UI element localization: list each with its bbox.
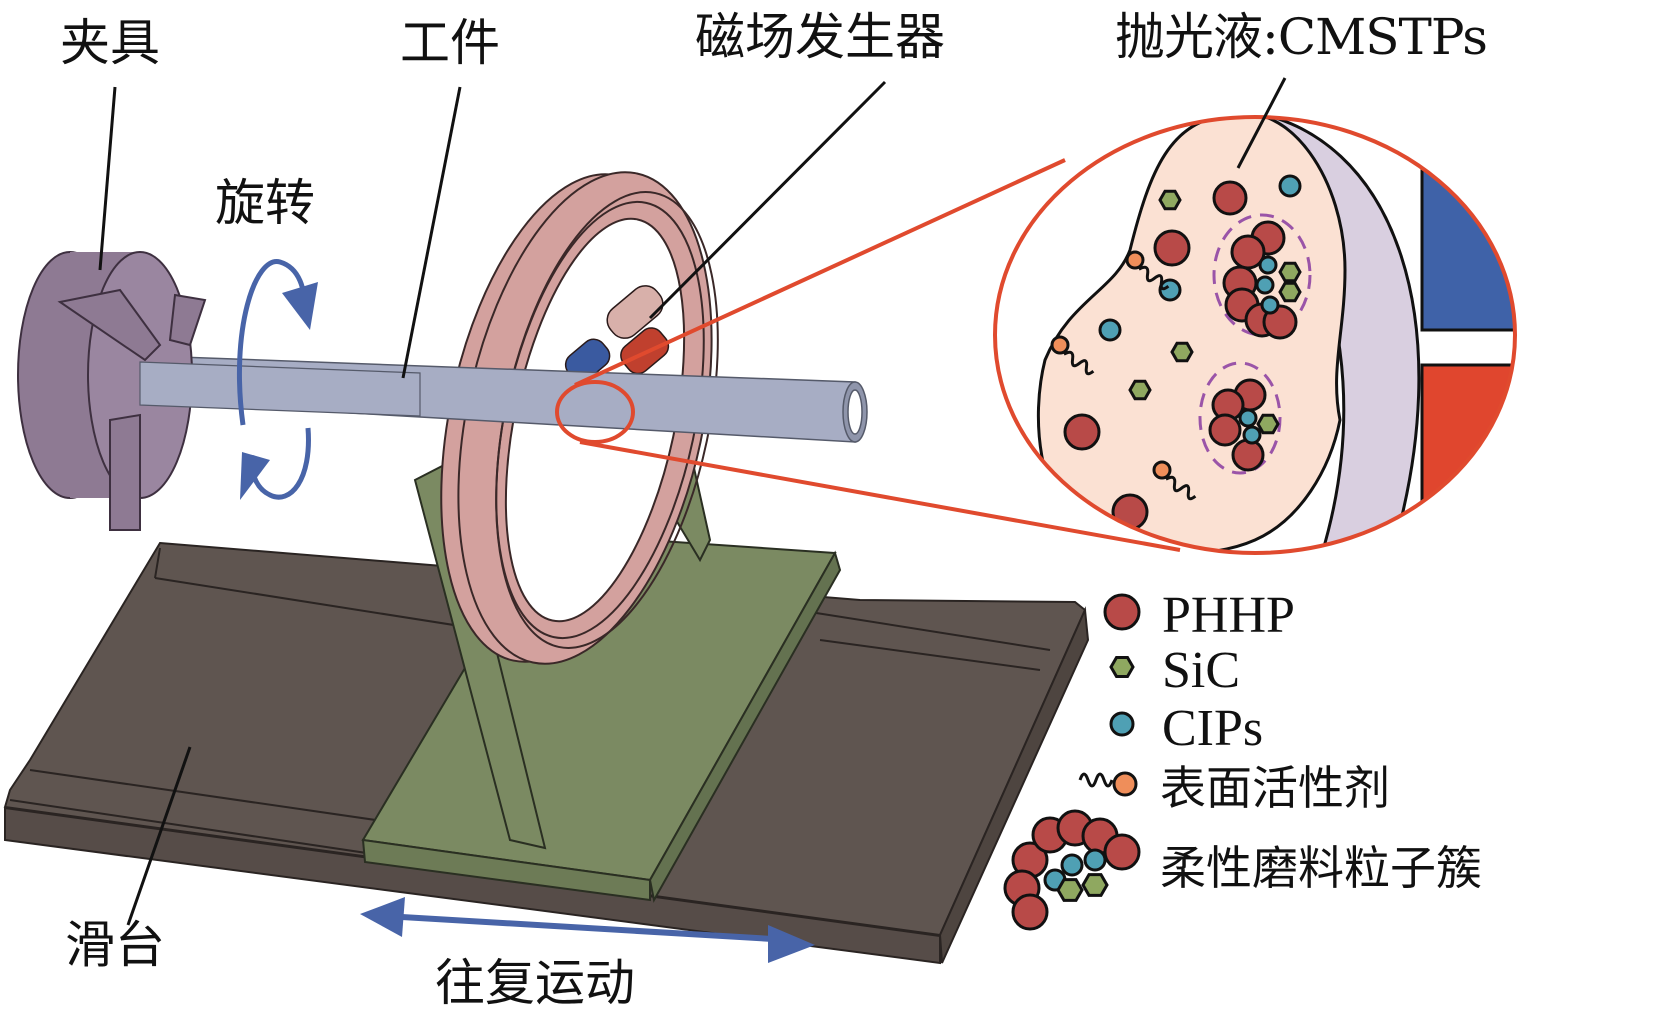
legend-cluster-cip-icon bbox=[1060, 853, 1084, 877]
sic-particle bbox=[1158, 189, 1182, 211]
sic-particle bbox=[1170, 341, 1194, 363]
phhp-particle bbox=[1212, 180, 1248, 216]
legend-cluster-phhp-icon bbox=[1103, 833, 1141, 871]
legend-label-surfactant: 表面活性剂 bbox=[1160, 761, 1390, 815]
legend-phhp-icon bbox=[1103, 593, 1141, 631]
cluster-sic bbox=[1278, 281, 1302, 303]
particles bbox=[1050, 174, 1312, 531]
legend-label-cluster: 柔性磨料粒子簇 bbox=[1160, 841, 1482, 895]
label-reciprocating-motion: 往复运动 bbox=[435, 954, 635, 1012]
cluster-cip bbox=[1260, 295, 1280, 315]
leader-lines bbox=[98, 77, 1287, 926]
cluster-phhp bbox=[1231, 438, 1265, 472]
zoom-circle bbox=[993, 115, 1517, 555]
cluster-cip bbox=[1255, 275, 1275, 295]
surfactant-tail bbox=[1138, 265, 1170, 291]
surfactant-head bbox=[1152, 460, 1172, 480]
rotation-arrowhead-bottom bbox=[240, 452, 270, 500]
phhp-particle bbox=[1153, 229, 1191, 267]
magnet-n-pole bbox=[1420, 168, 1515, 332]
legend-sic-icon bbox=[1109, 656, 1135, 678]
label-workpiece: 工件 bbox=[400, 14, 500, 72]
cluster-cip bbox=[1238, 408, 1258, 428]
legend-cluster-sic-icon bbox=[1081, 873, 1109, 897]
cip-particle bbox=[1278, 174, 1302, 198]
cluster-cip bbox=[1258, 255, 1278, 275]
label-slide-table: 滑台 bbox=[65, 916, 165, 974]
legend-label-sic: SiC bbox=[1162, 642, 1241, 699]
surfactant-tail bbox=[1063, 350, 1095, 376]
legend-surfactant-head-icon bbox=[1112, 771, 1138, 797]
legend-label-cips: CIPs bbox=[1162, 700, 1264, 757]
legend-cluster-sic-icon bbox=[1056, 878, 1084, 902]
legend-cluster-phhp-icon bbox=[1011, 893, 1049, 931]
surfactant-head bbox=[1050, 335, 1070, 355]
workpiece-tube-front bbox=[139, 361, 421, 417]
cluster-cip bbox=[1242, 425, 1262, 445]
label-polishing-fluid: 抛光液:CMSTPs bbox=[1115, 8, 1488, 66]
cluster-outline bbox=[1198, 361, 1282, 475]
cluster-phhp bbox=[1208, 413, 1242, 447]
label-fixture: 夹具 bbox=[60, 14, 160, 72]
legend-cluster-cip-icon bbox=[1083, 848, 1107, 872]
cluster-outline bbox=[1212, 213, 1312, 337]
cluster-sic bbox=[1256, 413, 1280, 435]
sic-particle bbox=[1128, 379, 1152, 401]
cip-particle bbox=[1158, 278, 1182, 302]
magnified-view bbox=[995, 117, 1515, 553]
label-magnet-generator: 磁场发生器 bbox=[695, 8, 945, 66]
zoom-callout bbox=[555, 158, 1181, 552]
label-rotation: 旋转 bbox=[215, 174, 315, 232]
reciprocating-arrow-icon bbox=[360, 897, 815, 963]
phhp-particle bbox=[1111, 493, 1149, 531]
cluster-sic bbox=[1278, 261, 1302, 283]
legend-surfactant-tail-icon bbox=[1078, 772, 1114, 788]
legend-cip-icon bbox=[1109, 711, 1135, 737]
rotation-arrowhead-top bbox=[282, 282, 318, 330]
legend-label-phhp: PHHP bbox=[1162, 587, 1295, 644]
surfactant-tail bbox=[1165, 475, 1197, 501]
legend-symbols bbox=[1003, 593, 1141, 931]
phhp-particle bbox=[1063, 413, 1101, 451]
surfactant-head bbox=[1125, 250, 1145, 270]
cip-particle bbox=[1098, 318, 1122, 342]
